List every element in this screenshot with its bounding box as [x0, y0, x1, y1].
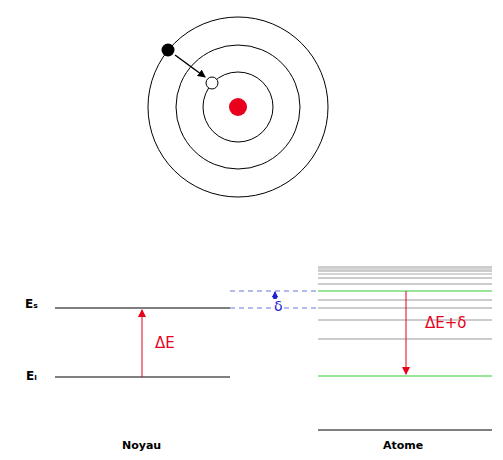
orbits: [148, 17, 328, 197]
electron-final: [206, 77, 218, 89]
energy-arrow: [406, 291, 407, 374]
transition-arrow: [175, 55, 205, 77]
atom-levels: [318, 267, 492, 430]
level-label: Eₛ: [24, 298, 39, 311]
section-title: Noyau: [121, 440, 162, 452]
energy-arrow: [142, 310, 143, 377]
delta-label: δ: [273, 299, 284, 314]
energy-label: ΔE+δ: [424, 315, 467, 332]
level-label: Eᵢ: [25, 370, 38, 383]
nucleus: [229, 98, 247, 116]
electron-initial: [162, 44, 175, 57]
level-line: [55, 308, 230, 309]
dashed-line: [230, 291, 320, 292]
energy-label: ΔE: [154, 335, 176, 352]
section-title: Atome: [382, 440, 424, 452]
